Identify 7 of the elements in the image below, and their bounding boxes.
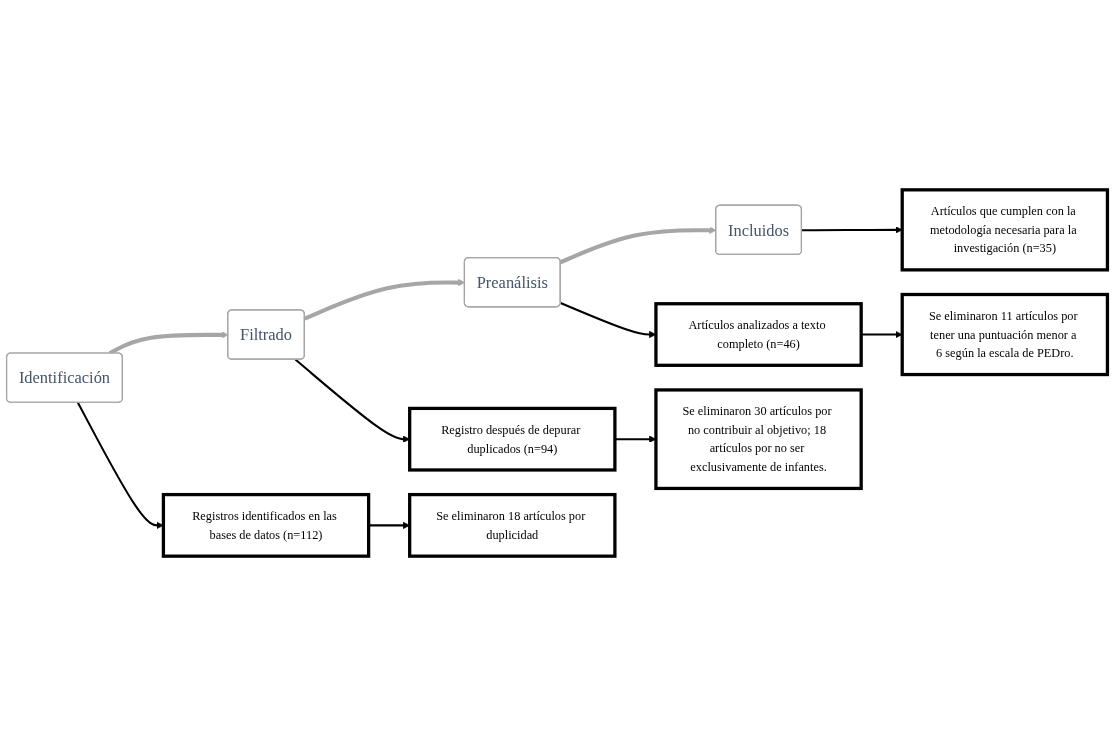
node-box: Artículos analizados a texto completo (n=46) xyxy=(654,302,863,367)
node-box: Registros identificados en las bases de datos (n=112) xyxy=(161,492,371,558)
node-box: Se eliminaron 18 artículos por duplicidad xyxy=(408,492,617,558)
node-box: Artículos que cumplen con la metodología necesaria para la investigación (n=35) xyxy=(900,188,1110,272)
node-box: Registro después de depurar duplicados (n=94) xyxy=(408,406,617,472)
node-box: Se eliminaron 30 artículos por no contribuir al objetivo; 18 artículos por no ser exclusivamente de infantes. xyxy=(654,388,863,491)
node-box: Se eliminaron 11 artículos por tener una puntuación menor a 6 según la escala de PEDro. xyxy=(900,292,1110,377)
